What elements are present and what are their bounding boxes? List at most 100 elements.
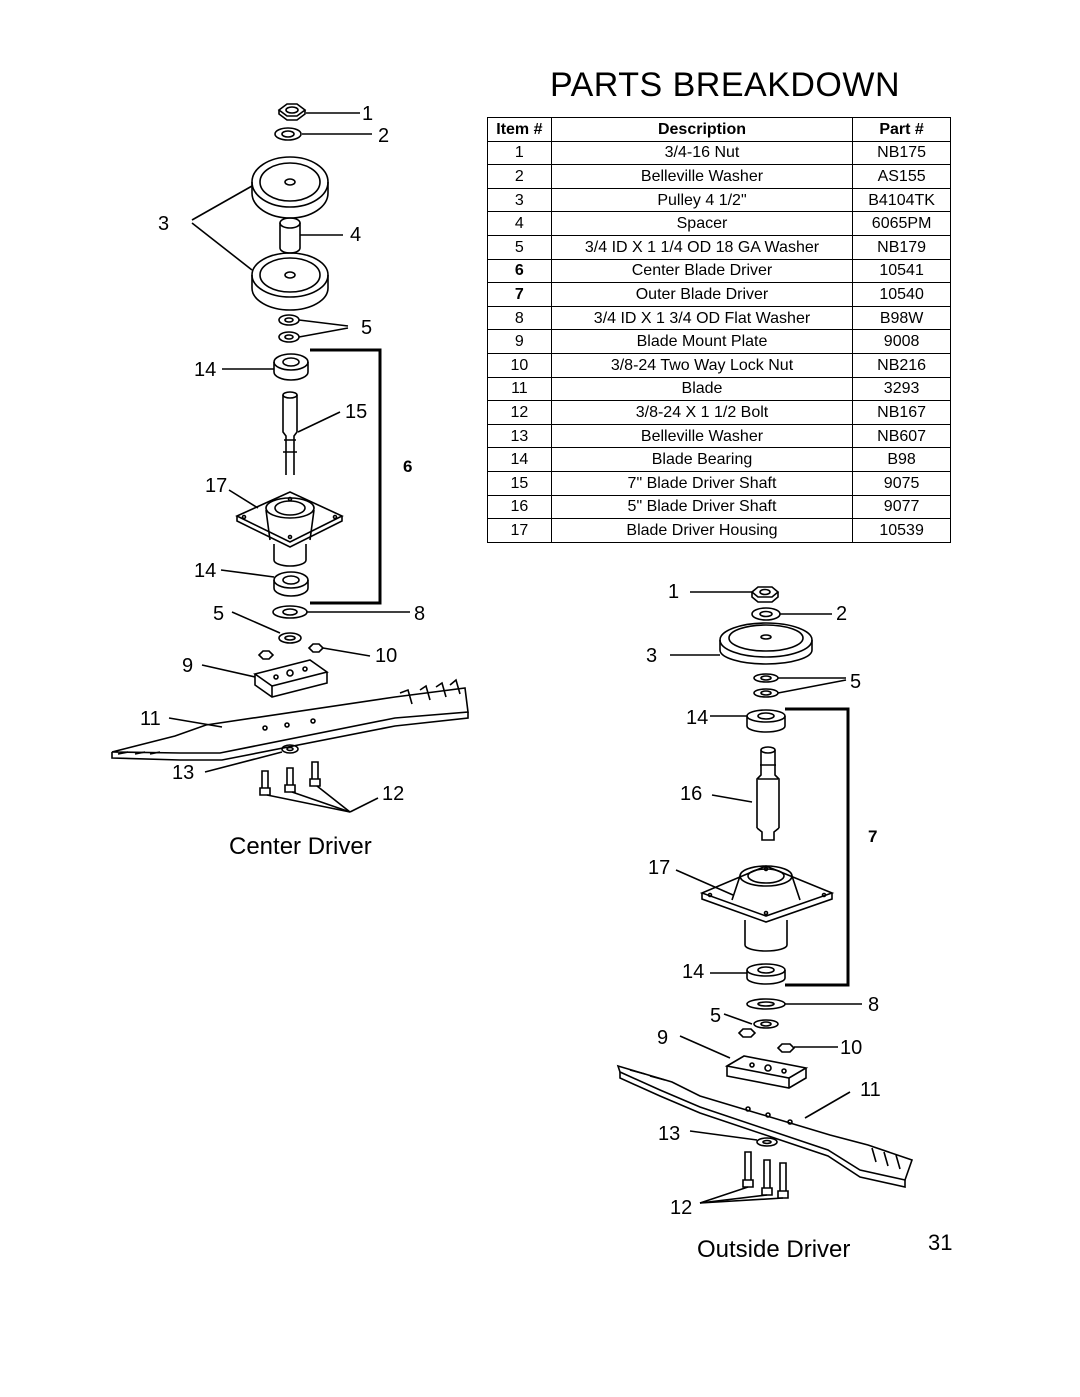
cell-description: Blade Bearing [550,447,854,472]
cell-description: 3/8-24 Two Way Lock Nut [550,352,854,378]
callout-17: 17 [648,857,670,879]
cell-item: 5 [487,234,552,260]
callout-5: 5 [710,1005,721,1027]
cell-item: 4 [487,211,552,236]
cell-description: 3/4 ID X 1 3/4 OD Flat Washer [550,305,854,331]
cell-part: 9008 [852,329,951,354]
bearing-icon [746,963,786,985]
callout-16: 16 [680,783,702,805]
cell-description: Belleville Washer [550,423,854,449]
table-header-row: Item # Description Part # [487,117,951,142]
callout-6: 6 [403,457,412,476]
blade-icon [616,1064,914,1188]
callout-14: 14 [194,560,216,582]
cell-description: 3/4 ID X 1 1/4 OD 18 GA Washer [550,234,854,260]
bearing-icon [746,709,786,733]
callout-15: 15 [345,401,367,423]
callout-10: 10 [840,1037,862,1059]
header-item: Item # [487,117,552,142]
callout-5: 5 [850,671,861,693]
center-driver-diagram [111,103,469,813]
cell-part: 10541 [852,258,951,284]
cell-part: 3293 [852,376,951,402]
cell-part: NB179 [852,234,951,260]
cell-item: 14 [487,447,552,472]
outside-driver-caption: Outside Driver [697,1236,851,1263]
callout-9: 9 [657,1027,668,1049]
callout-14: 14 [682,961,704,983]
spacer-icon [279,217,301,254]
cell-description: 3/8-24 X 1 1/2 Bolt [550,400,854,425]
cell-part: AS155 [852,164,951,189]
callout-8: 8 [868,994,879,1016]
cell-item: 12 [487,400,552,425]
bearing-icon [273,571,309,597]
callout-1: 1 [668,581,679,603]
callout-2: 2 [836,603,847,625]
cell-item: 10 [487,352,552,378]
pulley-icon [719,622,813,665]
callout-17: 17 [205,475,227,497]
cell-part: NB167 [852,400,951,425]
cell-item: 9 [487,329,552,354]
cell-description: Center Blade Driver [550,258,854,284]
pulley-icon [251,252,329,311]
callout-10: 10 [375,645,397,667]
blade-icon [111,678,469,761]
callout-14: 14 [194,359,216,381]
bolt-icon [742,1151,789,1199]
cell-part: NB607 [852,423,951,449]
bolt-icon [259,761,321,796]
callout-11: 11 [140,708,161,730]
housing-icon [699,865,835,952]
callout-11: 11 [860,1079,881,1101]
page-title: PARTS BREAKDOWN [549,66,901,104]
cell-description: Blade Mount Plate [550,329,854,354]
cell-description: Blade Driver Housing [550,518,854,543]
header-part: Part # [852,117,951,142]
mount-plate-icon [724,1055,809,1089]
cell-item: 2 [487,164,552,189]
callout-3: 3 [646,645,657,667]
page-number: 31 [928,1230,953,1255]
cell-item: 6 [487,258,552,284]
cell-item: 17 [487,518,552,543]
cell-item: 3 [487,187,552,213]
cell-part: B98W [852,305,951,331]
cell-part: NB216 [852,352,951,378]
cell-item: 13 [487,423,552,449]
callout-14: 14 [686,707,708,729]
cell-description: Spacer [550,211,854,236]
washer-icon [274,127,302,141]
cell-description: Blade [550,376,854,402]
cell-description: 7" Blade Driver Shaft [550,470,854,496]
cell-description: Outer Blade Driver [550,282,854,307]
cell-part: B4104TK [852,187,951,213]
cell-description: Belleville Washer [550,164,854,189]
cell-part: B98 [852,447,951,472]
center-driver-caption: Center Driver [229,833,372,860]
pulley-icon [251,156,329,219]
callout-2: 2 [378,125,389,147]
mount-plate-icon [253,659,329,698]
callout-5: 5 [213,603,224,625]
cell-description: 5" Blade Driver Shaft [550,494,854,520]
